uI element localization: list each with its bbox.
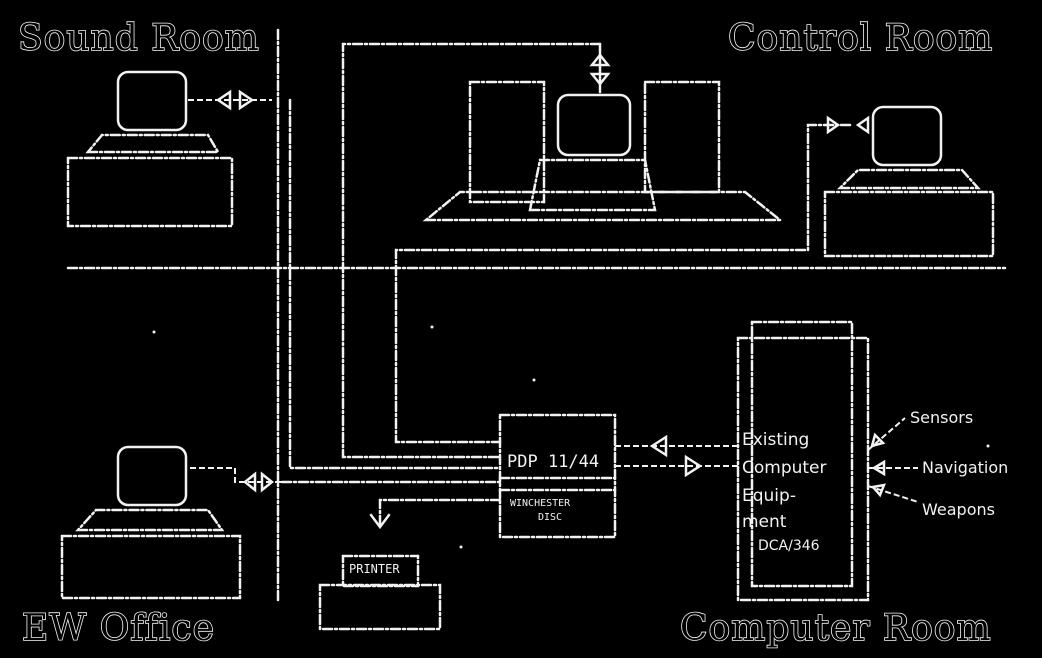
sound-room-title: Sound Room: [17, 17, 260, 60]
ew-office-link-arrow: [190, 467, 282, 493]
external-links: [867, 417, 919, 503]
sound-room-link-arrow: [188, 89, 272, 111]
printer-arrow: [369, 513, 391, 530]
sound-room-cable: [288, 98, 502, 470]
existing-label-1: Existing: [742, 430, 810, 450]
winchester-label-2: DISC: [538, 512, 563, 523]
sensors-label: Sensors: [910, 408, 974, 427]
printer-unit: [318, 554, 442, 631]
pdp-computer-box: [498, 413, 617, 539]
sound-room-terminal: [66, 70, 234, 228]
control-console-link-arrow: [589, 52, 611, 87]
existing-model-label: DCA/346: [758, 538, 820, 554]
control-room-terminal: [823, 105, 995, 258]
pdp-existing-link: [615, 434, 738, 478]
stray-marks: [152, 325, 990, 549]
navigation-label: Navigation: [922, 458, 1009, 477]
printer-cable: [378, 498, 502, 527]
weapons-label: Weapons: [922, 500, 995, 519]
printer-label: PRINTER: [349, 562, 400, 576]
ew-office-title: EW Office: [21, 607, 215, 650]
winchester-label-1: WINCHESTER: [510, 498, 571, 509]
control-console-cable: [341, 42, 602, 459]
control-terminal-link-arrow: [826, 115, 870, 135]
computer-room-title: Computer Room: [679, 607, 992, 650]
existing-label-4: ment: [742, 512, 787, 532]
ew-office-terminal: [60, 445, 242, 600]
pdp-label: PDP 11/44: [507, 452, 600, 472]
control-room-console: [422, 80, 784, 222]
control-room-title: Control Room: [727, 17, 994, 60]
control-terminal-cable: [394, 123, 852, 444]
existing-label-3: Equip-: [742, 486, 796, 506]
existing-label-2: Computer: [742, 458, 827, 478]
